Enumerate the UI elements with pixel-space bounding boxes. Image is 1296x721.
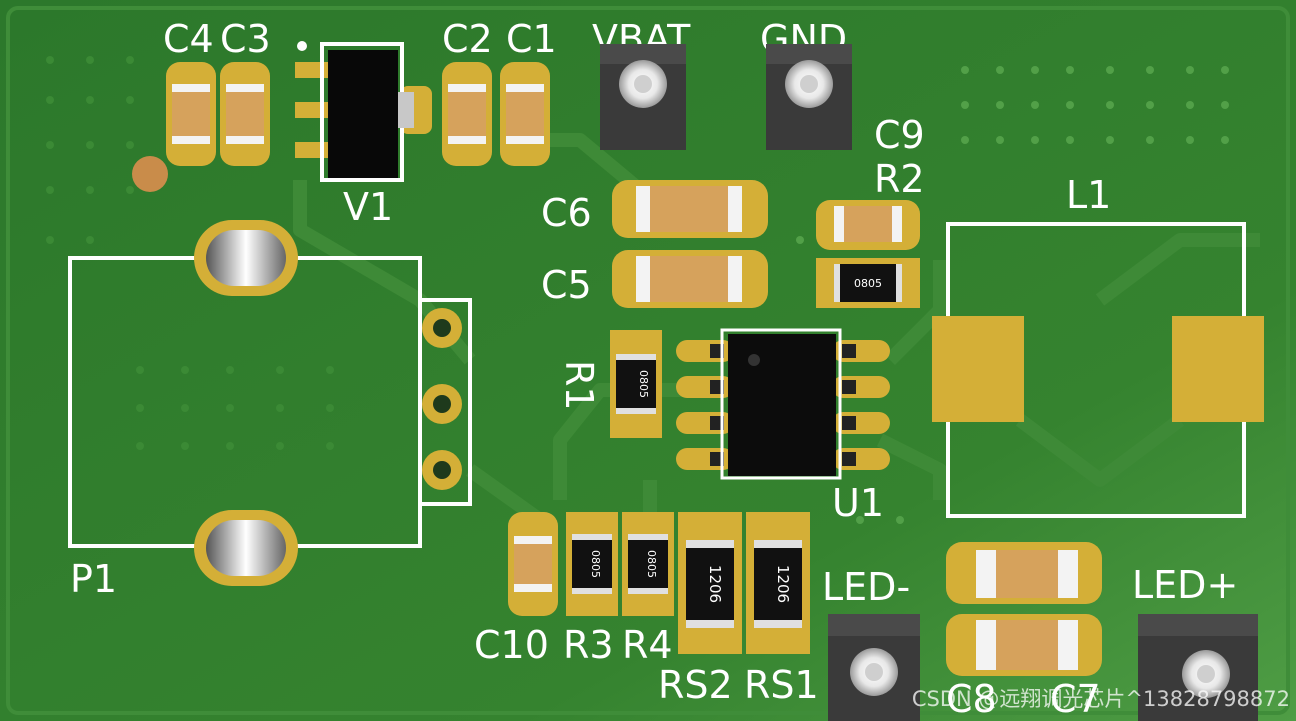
- header-led-minus: [828, 614, 920, 721]
- inductor-l1: [932, 222, 1264, 518]
- label-c10: C10: [474, 623, 549, 667]
- cap-c8: [946, 542, 1102, 604]
- resistor-r2: [816, 258, 920, 308]
- label-c3: C3: [220, 17, 271, 61]
- cap-c2: [442, 62, 492, 166]
- label-v1: V1: [343, 185, 393, 229]
- marking-r1: 0805: [637, 370, 650, 398]
- cap-c9: [816, 200, 920, 250]
- label-c9: C9: [874, 113, 925, 157]
- watermark: CSDN @远翔调光芯片^13828798872: [912, 687, 1290, 711]
- copper-pour-edge: [6, 6, 1290, 715]
- label-c6: C6: [541, 191, 592, 235]
- resistor-r3: [566, 512, 618, 616]
- label-c8: C8: [946, 677, 997, 721]
- label-r1: R1: [557, 360, 601, 411]
- cap-c1: [500, 62, 550, 166]
- cap-c5: [612, 250, 768, 308]
- resistor-r4: [622, 512, 674, 616]
- cap-c3: [220, 62, 270, 166]
- marking-rs1: 1206: [774, 565, 792, 603]
- label-p1: P1: [70, 557, 117, 601]
- ic-u1: [676, 328, 890, 480]
- label-rs2: RS2: [658, 663, 733, 707]
- header-gnd: [766, 44, 852, 150]
- resistor-r1: [610, 330, 662, 438]
- cap-c7: [946, 614, 1102, 676]
- marking-r2: 0805: [854, 277, 882, 290]
- marking-rs2: 1206: [706, 565, 724, 603]
- label-rs1: RS1: [744, 663, 819, 707]
- label-r3: R3: [563, 623, 614, 667]
- via-grid-left: [46, 56, 334, 450]
- marking-r3: 0805: [589, 550, 602, 578]
- label-l1: L1: [1066, 173, 1111, 217]
- resistor-rs2: [678, 512, 742, 654]
- marking-r4: 0805: [645, 550, 658, 578]
- cap-c10: [508, 512, 558, 616]
- header-vbat: [600, 44, 686, 150]
- label-u1: U1: [832, 481, 884, 525]
- label-led-plus: LED+: [1132, 563, 1238, 607]
- cap-c6: [612, 180, 768, 238]
- label-c4: C4: [163, 17, 214, 61]
- header-led-plus: [1138, 614, 1258, 721]
- label-led-minus: LED-: [822, 565, 910, 609]
- regulator-v1: [295, 41, 432, 182]
- cap-c4: [166, 62, 216, 166]
- label-r4: R4: [622, 623, 673, 667]
- label-c5: C5: [541, 263, 592, 307]
- resistor-rs1: [746, 512, 810, 654]
- connector-p1: [68, 156, 472, 586]
- label-c7: C7: [1050, 677, 1101, 721]
- label-r2: R2: [874, 157, 925, 201]
- label-c1: C1: [506, 17, 557, 61]
- label-c2: C2: [442, 17, 493, 61]
